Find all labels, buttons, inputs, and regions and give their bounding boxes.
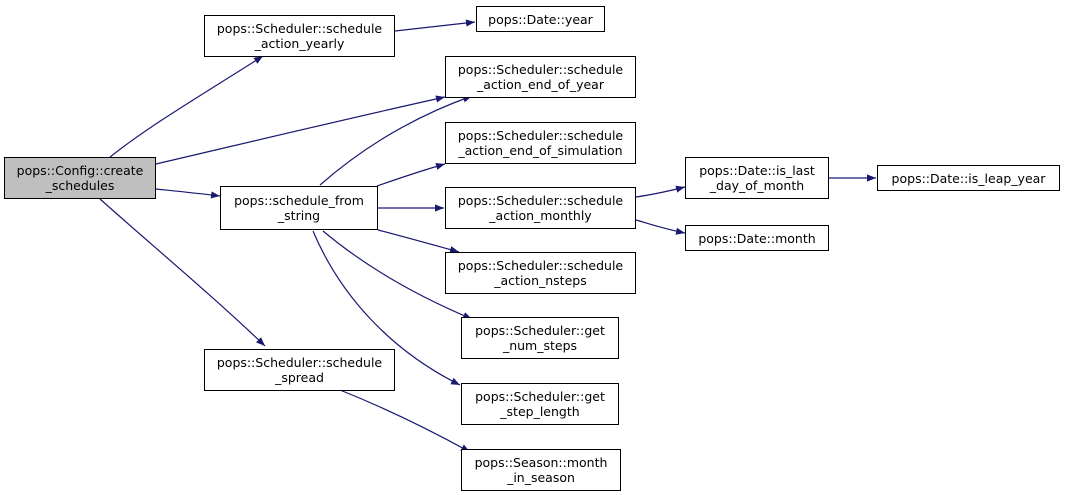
edge-create-schedules-to-schedule-spread — [99, 198, 266, 347]
node-season-month-in-season[interactable]: pops::Season::month _in_season — [461, 449, 621, 491]
node-scheduler-get-num-steps[interactable]: pops::Scheduler::get _num_steps — [461, 317, 619, 359]
edge-from-string-to-get-step-length — [312, 230, 461, 386]
node-schedule-from-string[interactable]: pops::schedule_from _string — [220, 186, 378, 230]
edge-from-string-to-end-of-year — [319, 95, 473, 186]
node-date-is-leap-year[interactable]: pops::Date::is_leap_year — [877, 165, 1060, 191]
edge-create-schedules-to-schedule-from-string — [155, 188, 221, 199]
node-scheduler-get-step-length[interactable]: pops::Scheduler::get _step_length — [461, 383, 619, 425]
edge-action-yearly-to-date-year — [394, 19, 476, 32]
node-scheduler-schedule-action-yearly[interactable]: pops::Scheduler::schedule _action_yearly — [204, 15, 395, 57]
edge-from-string-to-action-nsteps — [377, 229, 460, 254]
node-scheduler-schedule-spread[interactable]: pops::Scheduler::schedule _spread — [204, 349, 395, 391]
node-config-create-schedules: pops::Config::create _schedules — [4, 157, 156, 199]
node-scheduler-schedule-action-monthly[interactable]: pops::Scheduler::schedule _action_monthl… — [445, 187, 636, 229]
node-scheduler-schedule-action-end-of-year[interactable]: pops::Scheduler::schedule _action_end_of… — [445, 56, 636, 98]
node-scheduler-schedule-action-nsteps[interactable]: pops::Scheduler::schedule _action_nsteps — [445, 252, 636, 294]
edge-schedule-spread-to-month-in-season — [339, 389, 471, 453]
node-date-is-last-day-of-month[interactable]: pops::Date::is_last _day_of_month — [685, 157, 829, 199]
edge-from-string-to-end-of-simulation — [376, 162, 446, 187]
edge-action-monthly-to-is-last-day — [635, 185, 686, 198]
node-scheduler-schedule-action-end-of-simulation[interactable]: pops::Scheduler::schedule _action_end_of… — [445, 122, 636, 164]
node-date-month[interactable]: pops::Date::month — [685, 225, 829, 251]
edge-action-monthly-to-date-month — [635, 219, 686, 235]
edge-from-string-to-get-num-steps — [322, 230, 473, 320]
edge-create-schedules-to-action-yearly — [109, 55, 264, 158]
edge-create-schedules-to-end-of-year — [155, 95, 446, 165]
node-date-year[interactable]: pops::Date::year — [476, 6, 605, 32]
